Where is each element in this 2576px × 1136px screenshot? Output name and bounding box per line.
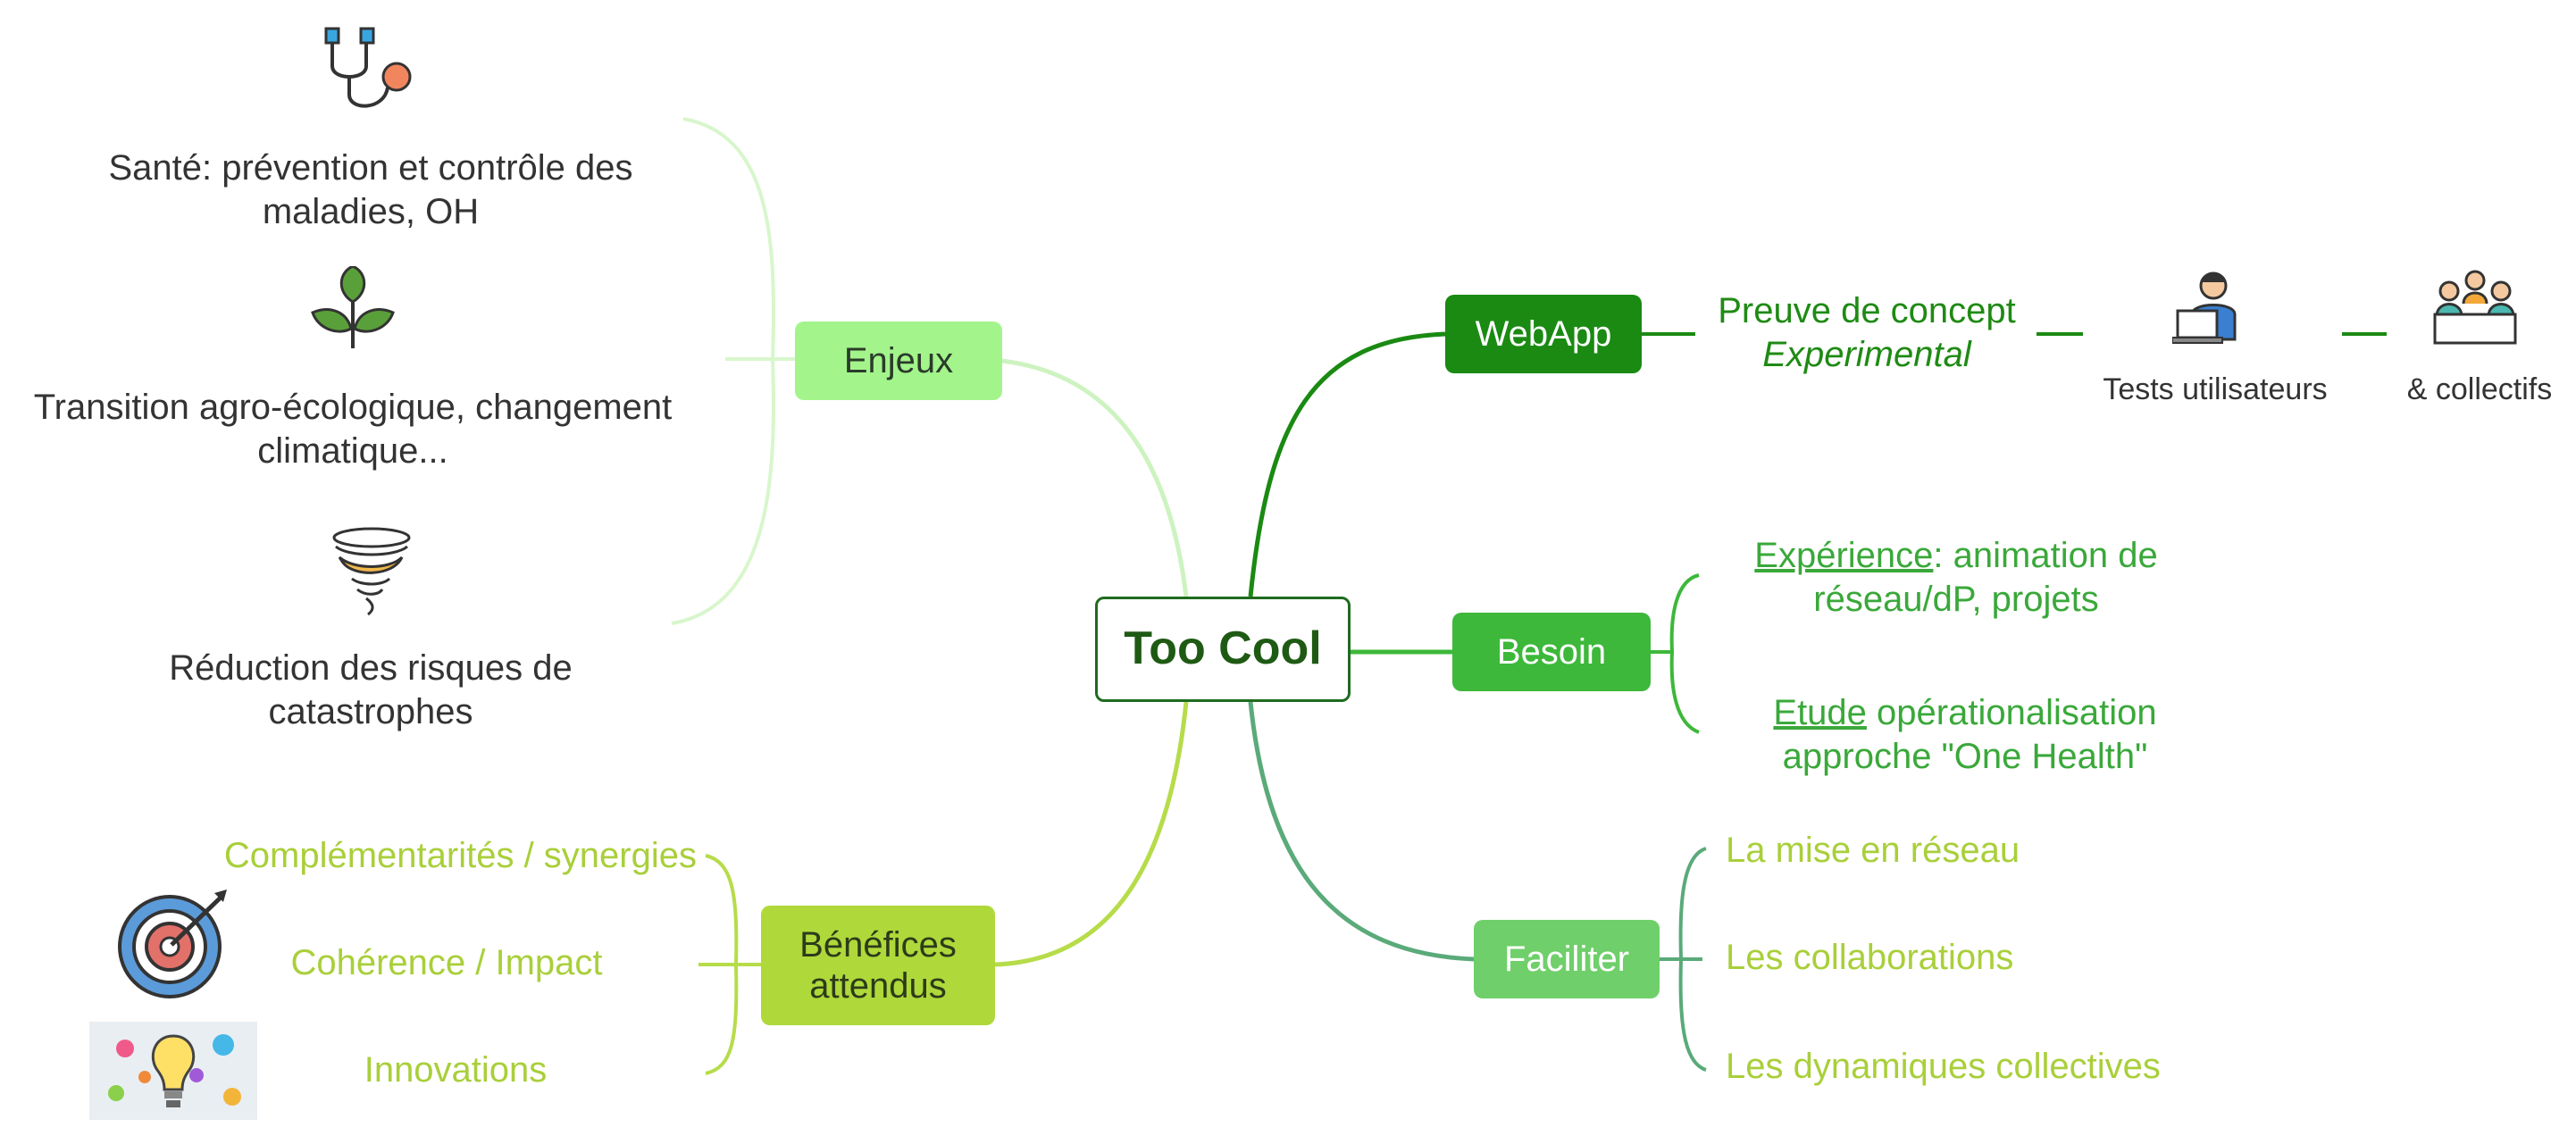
topic-besoin[interactable]: Besoin — [1452, 613, 1651, 691]
topic-faciliter[interactable]: Faciliter — [1474, 920, 1660, 998]
target-icon — [118, 890, 227, 998]
proof-line-2: Experimental — [1762, 334, 1971, 374]
bracket-besoin — [1669, 573, 1700, 734]
collective-meeting-icon — [2433, 270, 2517, 345]
central-topic[interactable]: Too Cool — [1095, 597, 1351, 702]
besoin-item-etude-line1: Etude opérationalisation — [1697, 691, 2233, 735]
enjeux-item-transition: Transition agro-écologique, changement c… — [33, 388, 673, 471]
besoin-experience-rest-b: réseau/dP, projets — [1813, 579, 2099, 619]
faciliter-item-collaborations: Les collaborations — [1726, 938, 2014, 977]
besoin-item-experience: Expérience: animation de réseau/dP, proj… — [1697, 534, 2215, 622]
besoin-experience-rest-a: : animation de — [1933, 536, 2158, 575]
proof-line-1: Preuve de concept — [1718, 291, 2016, 330]
benefices-item-innovations: Innovations — [364, 1050, 548, 1090]
enjeux-item-sante: Santé: prévention et contrôle des maladi… — [108, 148, 633, 231]
besoin-item-etude: Etude opérationalisation approche "One H… — [1697, 691, 2233, 779]
besoin-etude-rest-b: approche "One Health" — [1782, 736, 2148, 776]
faciliter-item-dynamiques: Les dynamiques collectives — [1726, 1047, 2161, 1086]
webapp-collectifs: & collectifs — [2406, 372, 2553, 406]
topic-benefices-attendus[interactable]: Bénéfices attendus — [761, 906, 995, 1025]
benefices-item-coherence: Cohérence / Impact — [290, 943, 603, 982]
besoin-experience-underlined: Expérience — [1754, 536, 1934, 575]
connector-webapp — [1248, 331, 1446, 597]
faciliter-item-reseau: La mise en réseau — [1726, 831, 2020, 870]
connector-benefices — [994, 701, 1189, 967]
besoin-etude-underlined: Etude — [1773, 693, 1867, 732]
besoin-etude-rest-a: opérationalisation — [1866, 693, 2157, 732]
topic-webapp[interactable]: WebApp — [1445, 295, 1642, 373]
bracket-enjeux — [671, 117, 775, 625]
besoin-item-experience-line1: Expérience: animation de — [1697, 534, 2215, 578]
connector-faciliter — [1248, 701, 1475, 962]
plant-icon — [311, 266, 395, 348]
tornado-icon — [332, 527, 411, 616]
benefices-item-complementarites: Complémentarités / synergies — [223, 836, 697, 875]
stethoscope-icon — [324, 27, 412, 108]
webapp-tests-utilisateurs: Tests utilisateurs — [2103, 372, 2328, 406]
enjeux-item-risques: Réduction des risques de catastrophes — [169, 648, 573, 731]
topic-enjeux[interactable]: Enjeux — [795, 322, 1002, 400]
user-testing-icon — [2172, 271, 2237, 344]
connector-enjeux — [1001, 358, 1189, 597]
lightbulb-image — [89, 1022, 257, 1120]
webapp-proof-of-concept: Preuve de concept Experimental — [1679, 289, 2054, 377]
